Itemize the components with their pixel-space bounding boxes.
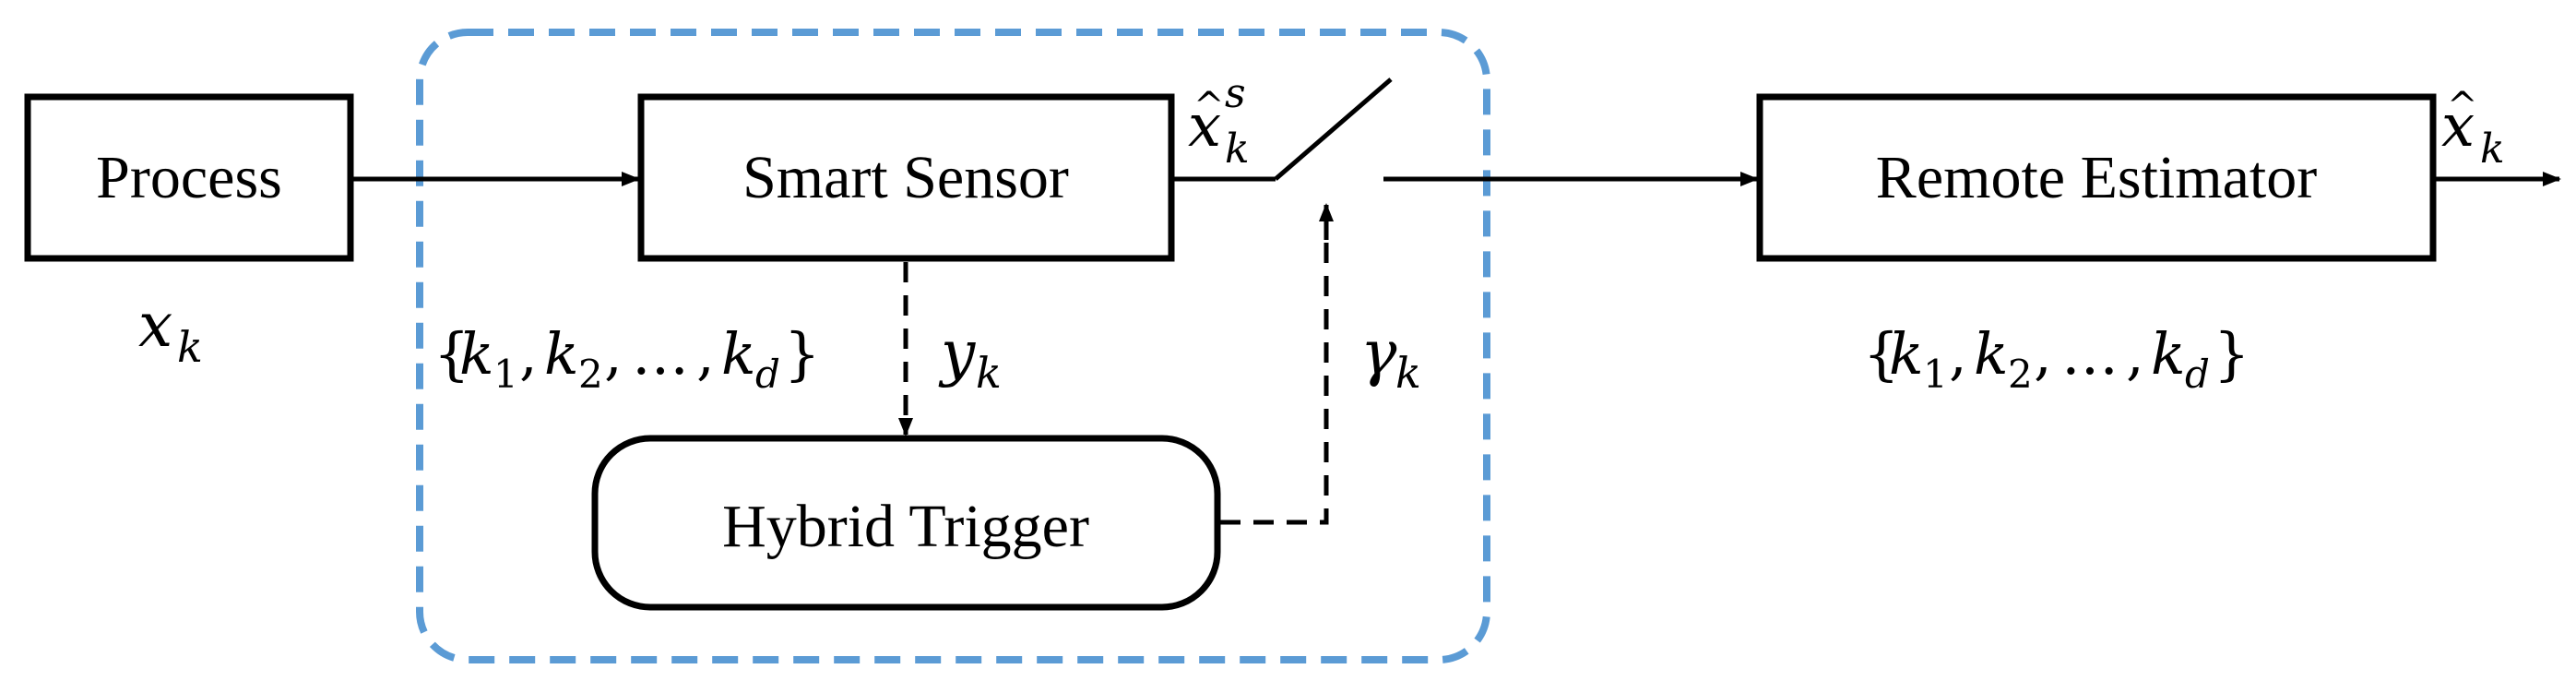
svg-text:k: k [976,348,1002,398]
svg-text:k: k [177,322,203,372]
svg-text:k: k [2480,125,2505,173]
switch-blade [1274,78,1393,181]
svg-text:k: k [544,320,579,388]
svg-text:k: k [1974,320,2009,388]
measurement-label: y k [938,317,1002,398]
svg-text:k: k [1395,348,1421,398]
trigger-decision-label: γ k [1360,317,1421,398]
remote-estimator-block: Remote Estimator [1756,93,2437,262]
svg-text:1: 1 [493,352,518,397]
svg-text:1: 1 [1923,352,1948,397]
svg-text:x: x [138,290,172,361]
remote-estimator-label: Remote Estimator [1876,144,2317,211]
svg-text:x: x [2441,92,2475,161]
svg-text:2: 2 [2008,352,2033,397]
svg-text:}: } [2214,320,2250,388]
trigger-to-switch-dashed-line [1220,231,1329,525]
svg-text:^: ^ [1193,85,1225,127]
svg-text:k: k [459,320,494,388]
svg-text:x: x [1188,92,1221,161]
svg-text:d: d [755,352,780,397]
process-block: Process [24,93,354,262]
remote-estimate-label: ^ x k [2441,85,2505,173]
svg-text:{: { [1863,320,1899,388]
svg-text:d: d [2185,352,2210,397]
process-label: Process [96,144,282,211]
svg-text:…: … [2061,320,2119,388]
svg-text:y: y [938,317,976,388]
svg-text:,: , [2034,320,2052,388]
svg-text:,: , [696,320,715,388]
smart-sensor-block: Smart Sensor [637,93,1175,262]
estimator-time-set: { k 1 , k 2 , … , k d } [1863,320,2250,397]
svg-text:,: , [604,320,623,388]
svg-text:k: k [1889,320,1924,388]
svg-text:,: , [519,320,538,388]
svg-text:2: 2 [578,352,603,397]
sensor-time-set: { k 1 , k 2 , … , k d } [433,320,820,397]
svg-text:γ: γ [1360,317,1397,388]
svg-text:{: { [433,320,469,388]
svg-text:}: } [784,320,820,388]
svg-text:,: , [2126,320,2144,388]
smart-sensor-label: Smart Sensor [742,144,1069,211]
sensor-estimate-label: ^ x s k [1188,70,1250,173]
svg-text:k: k [2151,320,2186,388]
svg-text:s: s [1225,70,1246,117]
svg-text:…: … [632,320,689,388]
svg-text:k: k [1225,125,1250,173]
hybrid-trigger-label: Hybrid Trigger [722,493,1089,560]
svg-text:^: ^ [2447,85,2478,127]
svg-text:k: k [721,320,756,388]
hybrid-trigger-block: Hybrid Trigger [591,435,1221,611]
state-label: x k [138,290,203,372]
svg-text:,: , [1949,320,1967,388]
smart-sensor-boundary [416,29,1490,663]
